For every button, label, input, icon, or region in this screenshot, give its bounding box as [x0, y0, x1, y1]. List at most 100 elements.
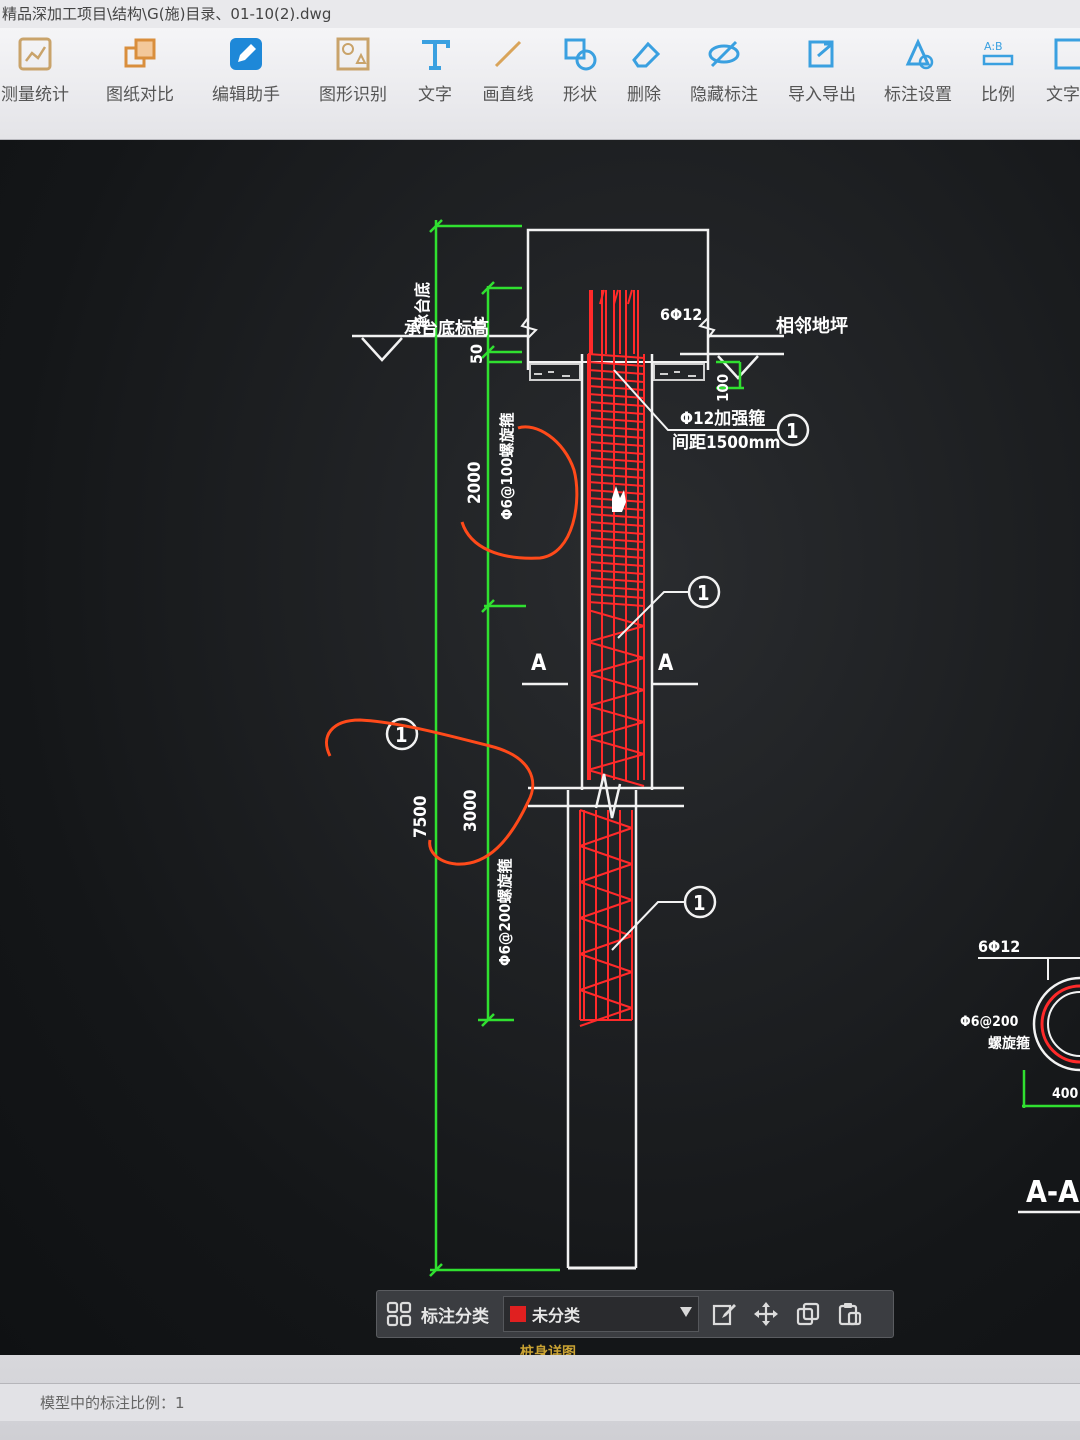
rebar-line: [587, 585, 645, 591]
annotation-scale-status: 模型中的标注比例：1: [40, 1394, 185, 1412]
tool-shape-recognition[interactable]: 图形识别: [316, 34, 390, 130]
text-icon: [1054, 38, 1080, 70]
rebar-line: [587, 593, 645, 599]
move-icon: [754, 1302, 778, 1326]
rebar-line: [587, 689, 645, 707]
annotation-category-bar: 标注分类 未分类: [376, 1290, 894, 1338]
rebar-line: [599, 289, 605, 305]
rebar-line: [579, 845, 633, 865]
rebar-line: [587, 737, 645, 755]
category-dropdown[interactable]: 未分类: [503, 1296, 699, 1332]
rebar-line: [587, 417, 645, 423]
rebar-top-label: 6Φ12: [660, 305, 702, 324]
rebar-line: [579, 881, 633, 901]
category-grid-icon[interactable]: [385, 1300, 413, 1328]
rebar-line: [579, 1007, 633, 1027]
shape-icon: [564, 38, 597, 71]
tool-text-2[interactable]: 文字: [1046, 34, 1080, 130]
tool-text[interactable]: 文字: [412, 34, 458, 130]
rebar-line: [587, 385, 645, 391]
tool-measure-stats[interactable]: 测量统计: [0, 34, 70, 130]
rebar-line: [579, 809, 633, 829]
rebar-line: [587, 753, 645, 771]
tool-edit-assistant[interactable]: 编辑助手: [210, 34, 282, 130]
callout-1-bottom: 1: [693, 891, 706, 915]
measure-stats-icon: [18, 37, 52, 71]
rebar-line: [587, 481, 645, 487]
rebar-line: [587, 409, 645, 415]
tool-delete[interactable]: 删除: [624, 34, 664, 130]
dim-3000: 3000: [461, 789, 481, 832]
rebar-line: [587, 625, 645, 643]
rebar-line: [587, 769, 645, 787]
side-stirrup-label-2: 螺旋箍: [988, 1035, 1030, 1052]
copy-annotation-button[interactable]: [791, 1297, 825, 1331]
drawing-canvas[interactable]: 6Φ12 相邻地坪 承台底 承台底标高 lc 50 100 Φ12加强箍 间距1…: [0, 140, 1080, 1355]
rebar-line: [587, 473, 645, 479]
stirrup-dense-label: Φ6@100螺旋箍: [498, 412, 516, 520]
dim-7500: 7500: [411, 795, 431, 838]
rebar-line: [579, 971, 633, 991]
dim-lc: lc: [469, 316, 489, 330]
rebar-line: [587, 705, 645, 723]
ribbon-toolbar: 测量统计 图纸对比 编辑助手 图形识别 文字 画直线: [0, 28, 1080, 140]
rebar-line: [579, 899, 633, 919]
copy-icon: [796, 1302, 820, 1326]
category-selected-value: 未分类: [532, 1306, 581, 1325]
annotation-settings-icon: [905, 38, 934, 70]
tool-hide-annotation[interactable]: 隐藏标注: [688, 34, 760, 130]
tool-draw-line[interactable]: 画直线: [480, 34, 536, 130]
rebar-line: [587, 657, 645, 675]
tool-annotation-settings[interactable]: 标注设置: [882, 34, 954, 130]
rebar-line: [587, 401, 645, 407]
rebar-line: [579, 827, 633, 847]
stirrup-sparse-label: Φ6@200螺旋箍: [496, 858, 514, 966]
rebar-line: [587, 353, 645, 359]
import-export-icon: [808, 40, 834, 68]
rebar-line: [587, 465, 645, 471]
rebar-line: [587, 553, 645, 559]
rebar-line: [613, 289, 619, 305]
tool-drawing-compare[interactable]: 图纸对比: [104, 34, 176, 130]
status-bar: 模型中的标注比例：1: [0, 1355, 1080, 1440]
side-dim-label: 400: [1052, 1086, 1079, 1102]
edit-annotation-button[interactable]: [707, 1297, 741, 1331]
paste-annotation-button[interactable]: [833, 1297, 867, 1331]
scale-icon: A:B: [982, 40, 1014, 66]
rebar-line: [587, 537, 645, 543]
drawing-compare-icon: [124, 38, 156, 68]
tool-import-export[interactable]: 导入导出: [786, 34, 858, 130]
rebar-line: [587, 721, 645, 739]
rebar-line: [587, 577, 645, 583]
tool-scale[interactable]: A:B 比例: [976, 34, 1020, 130]
pile-detail-drawing: 6Φ12 相邻地坪 承台底 承台底标高 lc 50 100 Φ12加强箍 间距1…: [325, 219, 1080, 1277]
rebar-line: [587, 441, 645, 447]
eraser-icon: [632, 41, 661, 68]
rebar-line: [587, 425, 645, 431]
category-color-swatch: [510, 1306, 526, 1322]
callout-1-top: 1: [786, 419, 799, 443]
rebar-line: [579, 989, 633, 1009]
ground-right-label: 相邻地坪: [776, 315, 848, 337]
rebar-line: [587, 393, 645, 399]
ground-left-label-1: 承台底: [413, 282, 432, 330]
hide-annotation-icon: [708, 40, 740, 68]
shape-recognition-icon: [336, 37, 370, 71]
window-title: 精品深加工项目\结构\G(施)目录、01-10(2).dwg: [0, 0, 1080, 28]
rebar-line: [587, 433, 645, 439]
edit-icon: [712, 1304, 736, 1326]
rebar-line: [587, 521, 645, 527]
note-rebar-1: Φ12加强箍: [680, 408, 765, 429]
section-mark-left: A: [531, 651, 547, 676]
move-annotation-button[interactable]: [749, 1297, 783, 1331]
rebar-line: [587, 377, 645, 383]
tool-shape[interactable]: 形状: [560, 34, 600, 130]
side-stirrup-label-1: Φ6@200: [960, 1014, 1019, 1030]
rebar-line: [587, 561, 645, 567]
callout-1-left: 1: [395, 723, 408, 747]
chevron-down-icon: [680, 1307, 692, 1317]
rebar-line: [587, 545, 645, 551]
side-section-title: A-A: [1026, 1175, 1079, 1210]
rebar-line: [579, 863, 633, 883]
draw-line-icon: [494, 40, 522, 68]
